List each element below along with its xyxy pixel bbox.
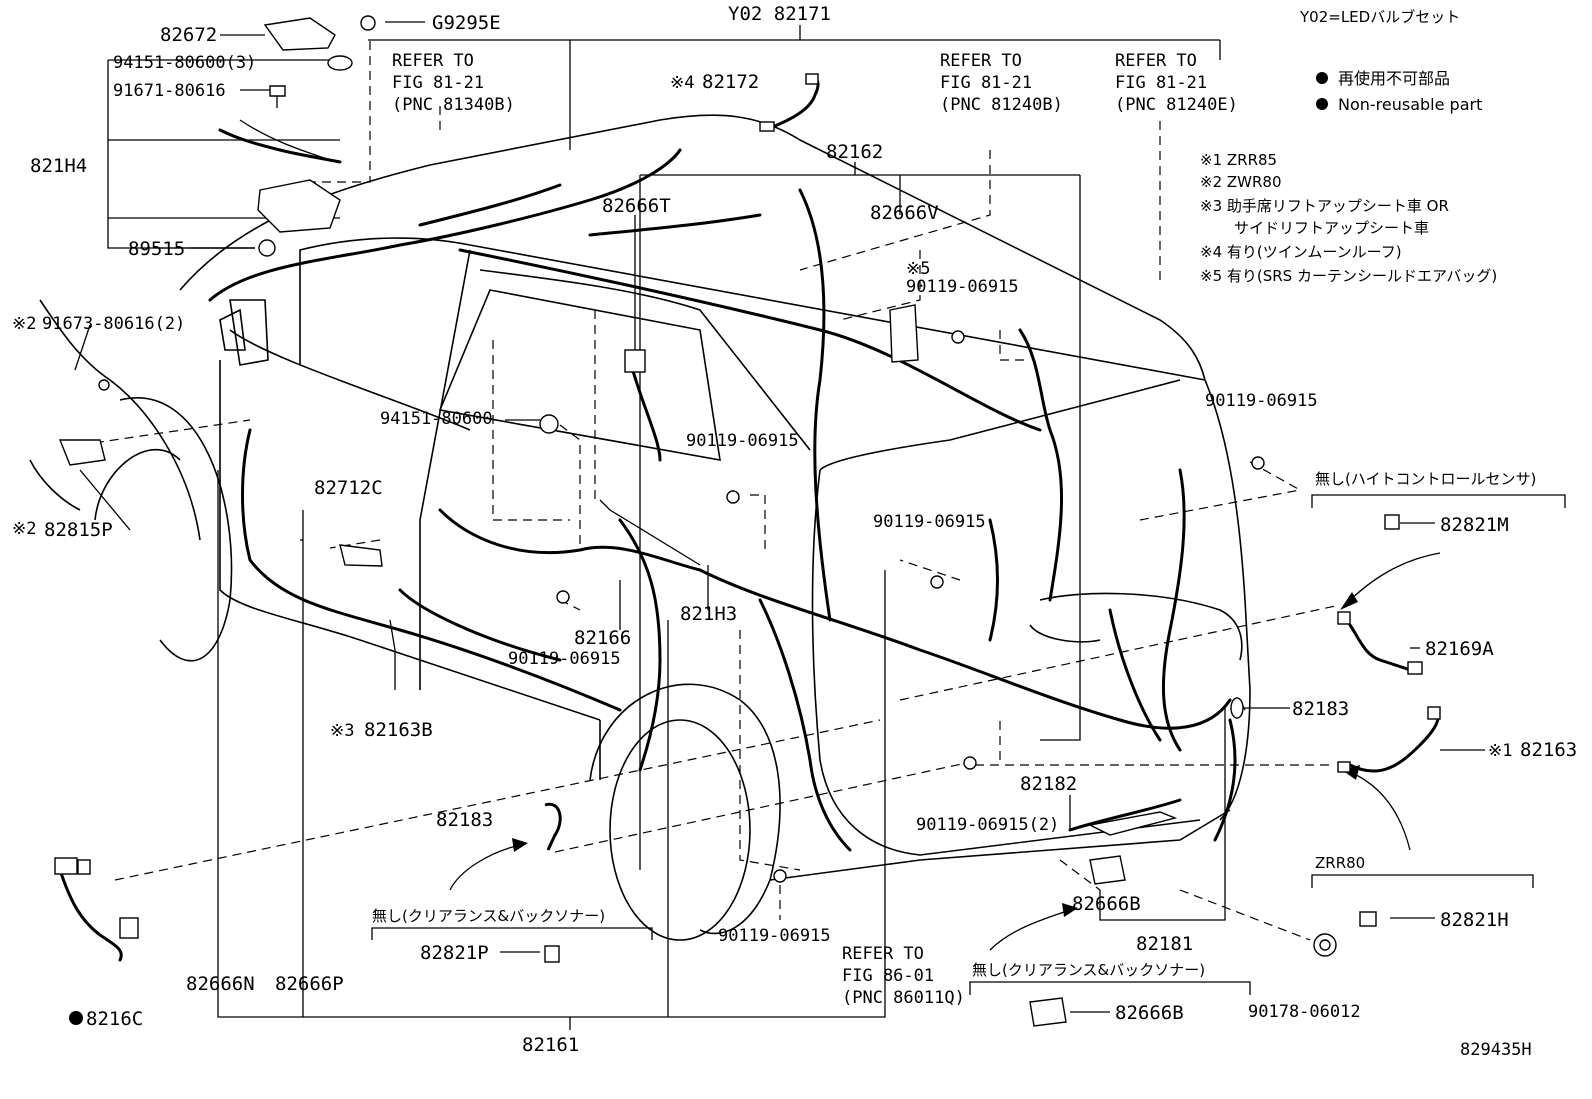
label-82815P: 82815P	[44, 519, 113, 541]
mark-2a: ※2	[12, 314, 36, 334]
note-4: ※4 有り(ツインムーンルーフ)	[1200, 243, 1402, 261]
refer-2-line1: REFER TO	[940, 51, 1022, 71]
note-clearance-right: 無し(クリアランス&バックソナー)	[972, 961, 1205, 979]
mark-5: ※5	[906, 259, 930, 279]
label-82161: 82161	[522, 1034, 579, 1056]
mark-1: ※1	[1488, 741, 1512, 761]
label-82666B-a: 82666B	[1072, 893, 1141, 915]
note-3b: サイドリフトアップシート車	[1234, 219, 1429, 237]
refer-3-line3: (PNC 81240E)	[1115, 95, 1238, 115]
leader-lines	[74, 21, 1566, 1030]
mark-3: ※3	[330, 721, 354, 741]
label-90119-d: 90119-06915	[873, 512, 986, 532]
figure-id: 829435H	[1460, 1040, 1532, 1060]
vehicle-body	[29, 114, 1251, 941]
legend-bullet-1	[1316, 72, 1328, 84]
label-82183-left: 82183	[436, 809, 493, 831]
label-91673: 91673-80616(2)	[42, 314, 185, 334]
refer-3-line2: FIG 81-21	[1115, 73, 1207, 93]
refer-1-line1: REFER TO	[392, 51, 474, 71]
label-821H4: 821H4	[30, 155, 87, 177]
note-1: ※1 ZRR85	[1200, 151, 1277, 169]
label-82672: 82672	[160, 24, 217, 46]
note-3a: ※3 助手席リフトアップシート車 OR	[1200, 197, 1449, 215]
note-y02: Y02=LEDバルブセット	[1299, 8, 1460, 26]
label-zrr80: ZRR80	[1315, 854, 1365, 872]
legend-bullet-2	[1316, 98, 1328, 110]
non-reusable-bullet-8216C	[69, 1011, 83, 1025]
refer-2-line3: (PNC 81240B)	[940, 95, 1063, 115]
label-82821H: 82821H	[1440, 909, 1509, 931]
refer-4-line1: REFER TO	[842, 944, 924, 964]
legend-jp: 再使用不可部品	[1338, 69, 1450, 88]
label-82183-right: 82183	[1292, 698, 1349, 720]
labels: 82672 G9295E Y02 82171 Y02=LEDバルブセット 941…	[12, 3, 1577, 1060]
label-82666T: 82666T	[602, 195, 671, 217]
label-91671: 91671-80616	[113, 81, 226, 101]
label-82666V: 82666V	[870, 202, 939, 224]
note-height-sensor: 無し(ハイトコントロールセンサ)	[1315, 470, 1536, 488]
note-2: ※2 ZWR80	[1200, 173, 1282, 191]
refer-2-line2: FIG 81-21	[940, 73, 1032, 93]
label-89515: 89515	[128, 238, 185, 260]
refer-1-line3: (PNC 81340B)	[392, 95, 515, 115]
label-90119-e: 90119-06915	[508, 649, 621, 669]
label-82666B-b: 82666B	[1115, 1002, 1184, 1024]
refer-4-line2: FIG 86-01	[842, 966, 934, 986]
label-82172: 82172	[702, 71, 759, 93]
label-90119-f: 90119-06915	[718, 926, 831, 946]
mark-4: ※4	[670, 73, 694, 93]
label-Y02-82171: Y02 82171	[728, 3, 831, 25]
legend-en: Non-reusable part	[1338, 95, 1482, 114]
label-94151-3: 94151-80600(3)	[113, 53, 256, 73]
label-82181: 82181	[1136, 933, 1193, 955]
label-90119-c: 90119-06915	[686, 431, 799, 451]
note-5: ※5 有り(SRS カーテンシールドエアバッグ)	[1200, 267, 1497, 285]
refer-3-line1: REFER TO	[1115, 51, 1197, 71]
label-82163B: 82163B	[364, 719, 433, 741]
label-82169A: 82169A	[1425, 638, 1494, 660]
label-82166: 82166	[574, 627, 631, 649]
label-82712C: 82712C	[314, 477, 383, 499]
mark-2b: ※2	[12, 519, 36, 539]
label-G9295E: G9295E	[432, 12, 501, 34]
label-82182: 82182	[1020, 773, 1077, 795]
refer-1-line2: FIG 81-21	[392, 73, 484, 93]
arrows	[449, 552, 1441, 951]
module-82672	[263, 17, 336, 51]
label-82163: 82163	[1520, 739, 1577, 761]
label-90178: 90178-06012	[1248, 1002, 1361, 1022]
label-82821P: 82821P	[420, 942, 489, 964]
label-82821M: 82821M	[1440, 514, 1509, 536]
label-90119-2: 90119-06915(2)	[916, 815, 1059, 835]
label-82162: 82162	[826, 141, 883, 163]
label-821H3: 821H3	[680, 603, 737, 625]
refer-4-line3: (PNC 86011Q)	[842, 988, 965, 1008]
label-90119-b: 90119-06915	[1205, 391, 1318, 411]
label-90119-a: 90119-06915	[906, 277, 1019, 297]
parts	[54, 15, 1441, 1027]
label-8216C: 8216C	[86, 1008, 143, 1030]
note-clearance-left: 無し(クリアランス&バックソナー)	[372, 907, 605, 925]
label-94151: 94151-80600	[380, 409, 493, 429]
clip-G9295E	[360, 15, 376, 31]
label-82666P: 82666P	[275, 973, 344, 995]
label-82666N: 82666N	[186, 973, 255, 995]
harness-wires	[58, 76, 1440, 962]
